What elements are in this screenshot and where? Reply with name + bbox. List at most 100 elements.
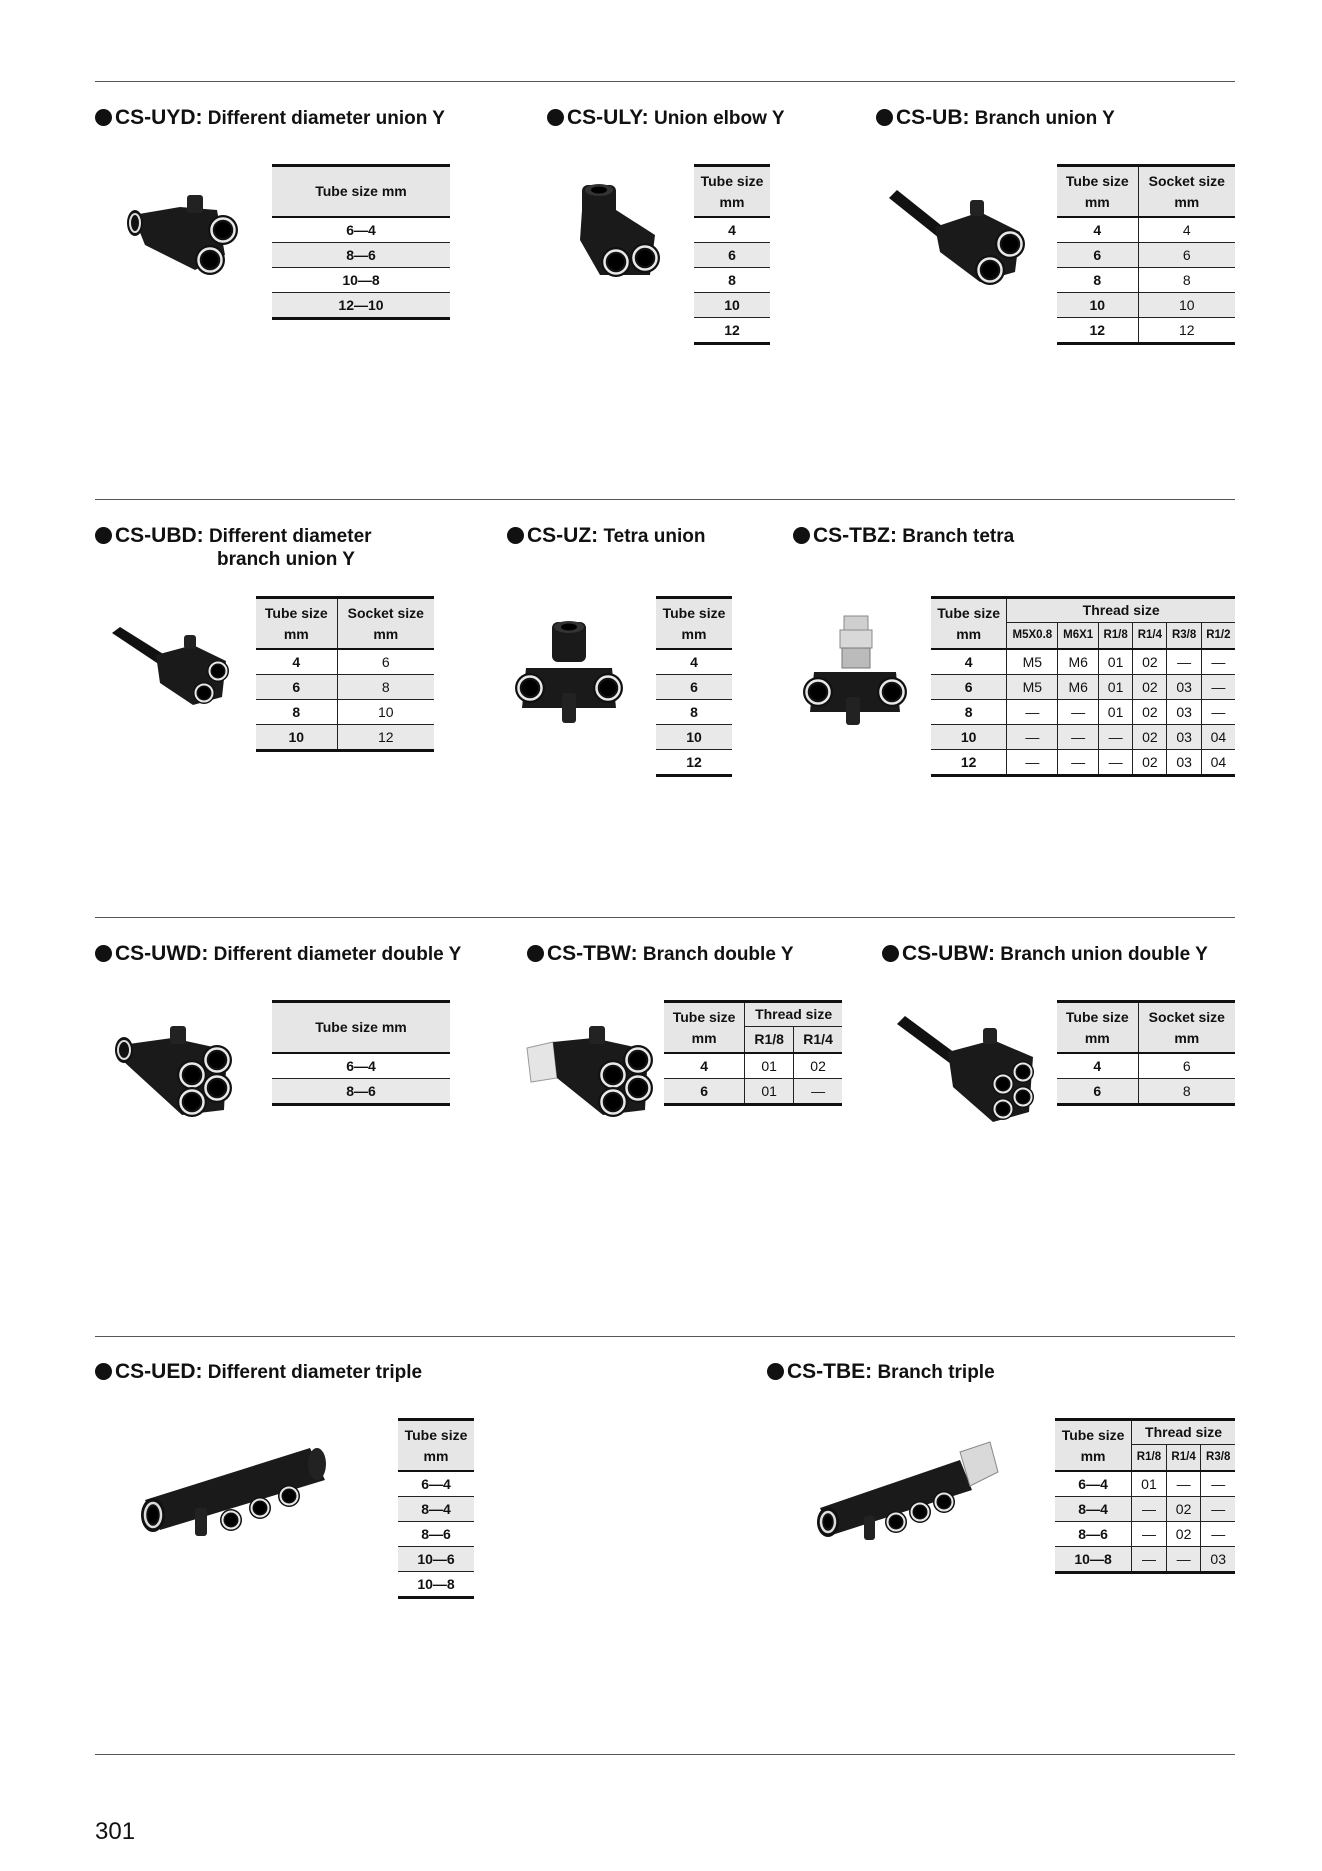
column-header: R1/4 — [1132, 621, 1167, 650]
product-title-cs-ubw: CS-UBW: Branch union double Y — [882, 942, 1208, 966]
table-cell: — — [1200, 674, 1235, 700]
table-cell: 03 — [1200, 1546, 1235, 1573]
table-cell: 02 — [1132, 649, 1167, 675]
table-cell: — — [1057, 749, 1099, 776]
product-title-cs-tbw: CS-TBW: Branch double Y — [527, 942, 794, 966]
table-cell: 04 — [1200, 724, 1235, 750]
table-row: 6—4 — [272, 1053, 450, 1079]
table-row: 8—4 — [398, 1496, 474, 1522]
spec-table-cs-uwd: Tube size mm 6—4 8—6 — [272, 1000, 450, 1106]
table-cell: 03 — [1166, 674, 1202, 700]
bullet-icon — [507, 527, 524, 544]
column-header: R1/2 — [1200, 621, 1235, 650]
table-cell: 03 — [1166, 724, 1202, 750]
section-divider — [95, 499, 1235, 500]
table-row: 10—8 — [272, 267, 450, 293]
table-cell: 04 — [1200, 749, 1235, 776]
table-cell: 10—8 — [1055, 1546, 1132, 1573]
table-row: 10—8——03 — [1055, 1546, 1235, 1573]
bullet-icon — [876, 109, 893, 126]
branch-tetra-fitting-icon — [801, 615, 909, 725]
section-divider — [95, 81, 1235, 82]
section-divider — [95, 1336, 1235, 1337]
column-header: Tube size mm — [272, 165, 450, 218]
table-cell: — — [1097, 749, 1133, 776]
column-header: M6X1 — [1057, 621, 1099, 650]
branch-triple-fitting-icon — [817, 1441, 999, 1540]
double-y-fitting-icon — [115, 1026, 234, 1119]
table-row: 6 — [694, 242, 770, 268]
table-row: 6 — [656, 674, 732, 700]
table-cell: — — [1006, 724, 1058, 750]
product-title-cs-uly: CS-ULY: Union elbow Y — [547, 106, 785, 130]
tetra-union-fitting-icon — [513, 621, 625, 723]
table-cell: 12 — [931, 749, 1007, 776]
product-title-cs-ubd: CS-UBD: Different diameter branch union … — [95, 524, 372, 571]
column-header: R1/4 — [793, 1025, 842, 1054]
table-row: 4 — [656, 649, 732, 675]
table-row: 12 — [656, 749, 732, 776]
table-cell: — — [1131, 1496, 1167, 1522]
table-cell: 4 — [931, 649, 1007, 675]
bullet-icon — [767, 1363, 784, 1380]
table-cell: 02 — [1165, 1521, 1201, 1547]
table-cell: 01 — [1131, 1471, 1167, 1497]
union-elbow-y-fitting-icon — [580, 184, 662, 279]
table-cell: 02 — [1132, 724, 1167, 750]
column-header: R3/8 — [1166, 621, 1202, 650]
table-cell: 02 — [1132, 749, 1167, 776]
section-divider — [95, 917, 1235, 918]
column-header: R1/8 — [744, 1025, 794, 1054]
column-group-header: Thread size — [1131, 1419, 1235, 1445]
branch-union-y-fitting-icon — [889, 190, 1027, 287]
table-cell: 8—4 — [1055, 1496, 1132, 1522]
table-cell: — — [1166, 649, 1202, 675]
table-cell: 02 — [1132, 699, 1167, 725]
table-cell: — — [1200, 1496, 1235, 1522]
table-cell: — — [1097, 724, 1133, 750]
table-row: 8—6 — [272, 1078, 450, 1105]
triple-manifold-fitting-icon — [141, 1448, 326, 1536]
table-row: 12—10 — [272, 292, 450, 319]
table-row: 6—4 — [398, 1471, 474, 1497]
table-cell: 6—4 — [1055, 1471, 1132, 1497]
table-cell: 02 — [1132, 674, 1167, 700]
spec-table-cs-uyd: Tube size mm 6—4 8—6 10—8 12—10 — [272, 164, 450, 320]
table-row: 10—8 — [398, 1571, 474, 1598]
table-cell: 02 — [1165, 1496, 1201, 1522]
product-title-cs-ued: CS-UED: Different diameter triple — [95, 1360, 422, 1384]
table-row: 10 — [694, 292, 770, 318]
union-y-fitting-icon — [127, 195, 240, 277]
column-header: R3/8 — [1200, 1443, 1235, 1472]
table-cell: — — [1200, 649, 1235, 675]
table-cell: M5 — [1006, 674, 1058, 700]
product-title-cs-uz: CS-UZ: Tetra union — [507, 524, 705, 548]
column-group-header: Thread size — [744, 1001, 842, 1027]
table-row: 10 — [656, 724, 732, 750]
table-row: 8 — [656, 699, 732, 725]
